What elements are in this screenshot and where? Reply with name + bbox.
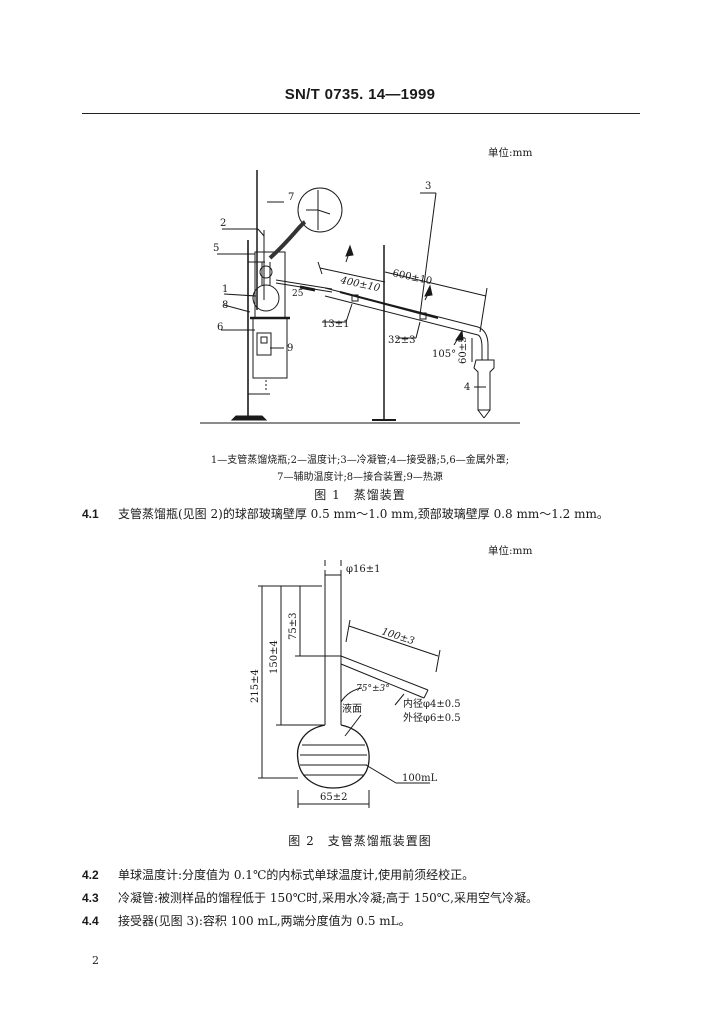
dim-215: 215±4: [250, 669, 261, 703]
clause-4-1-number: 4.1: [82, 507, 99, 521]
inner-diameter: 内径φ4±0.5: [403, 697, 461, 710]
clause-4-1-text: 支管蒸馏瓶(见图 2)的球部玻璃壁厚 0.5 mm～1.0 mm,颈部玻璃壁厚 …: [118, 507, 609, 521]
callout-6: 6: [217, 322, 223, 333]
dim-60: 60±5: [458, 337, 469, 364]
flask-bulb: [296, 724, 370, 789]
receiver-cylinder: [473, 359, 495, 411]
clause-4-4: 4.4 接受器(见图 3):容积 100 mL,两端分度值为 0.5 mL。: [82, 912, 682, 929]
dim-16: φ16±1: [346, 564, 380, 575]
liquid-surface-label: 液面: [342, 702, 362, 715]
callout-7: 7: [288, 192, 294, 203]
callout-1: 1: [222, 284, 228, 295]
angle-arc: [340, 687, 363, 703]
clause-4-1: 4.1 支管蒸馏瓶(见图 2)的球部玻璃壁厚 0.5 mm～1.0 mm,颈部玻璃…: [82, 505, 682, 522]
clause-4-2-text: 单球温度计:分度值为 0.1℃的内标式单球温度计,使用前须经校正。: [118, 868, 475, 882]
figure1-legend-line1: 1—支管蒸馏烧瓶;2—温度计;3—冷凝管;4—接受器;5,6—金属外罩;: [210, 455, 510, 466]
figure1-caption: 图 1 蒸馏装置: [314, 488, 406, 502]
document-header: SN/T 0735. 14—1999: [284, 86, 436, 103]
callout-3: 3: [425, 181, 431, 192]
clause-4-3: 4.3 冷凝管:被测样品的馏程低于 150℃时,采用水冷凝;高于 150℃,采用空…: [82, 889, 682, 906]
callout-8: 8: [222, 300, 228, 311]
clause-4-3-text: 冷凝管:被测样品的馏程低于 150℃时,采用水冷凝;高于 150℃,采用空气冷凝…: [118, 891, 539, 905]
clause-4-4-text: 接受器(见图 3):容积 100 mL,两端分度值为 0.5 mL。: [118, 914, 411, 928]
detail-circle: [297, 187, 343, 233]
figure1-legend-line2: 7—辅助温度计;8—接合装置;9—热源: [277, 472, 443, 483]
dim-32: 32±3: [388, 335, 415, 346]
figure1-distillation-apparatus: 7 3 2 5 1 8 6 9 4 400±10 600±10 25 13±1 …: [200, 170, 520, 424]
clause-4-2-number: 4.2: [82, 868, 99, 882]
side-arm-top: [340, 655, 429, 691]
dim-100: 100±3: [380, 626, 416, 647]
figure1-unit: 单位:mm: [488, 147, 533, 159]
stand-base-left: [230, 415, 268, 421]
dim-75: 75±3: [288, 613, 299, 640]
distillation-flask-bulb: [252, 284, 280, 312]
dim-150: 150±4: [269, 640, 280, 674]
dim-65: 65±2: [320, 792, 347, 803]
side-arm-bottom: [340, 663, 425, 699]
header-rule: [82, 113, 640, 114]
dim-13: 13±1: [322, 319, 349, 330]
detail-connector: [268, 220, 307, 260]
callout-9: 9: [287, 343, 293, 354]
clause-4-4-number: 4.4: [82, 914, 99, 928]
dim-25: 25: [292, 289, 304, 299]
dim-100-line: [348, 625, 439, 657]
dim-600-line: [384, 271, 487, 297]
callout-4: 4: [464, 382, 470, 393]
dim-400: 400±10: [338, 275, 381, 294]
callout-2: 2: [220, 218, 226, 229]
angle-label: 75°±3°: [356, 684, 390, 694]
outer-diameter: 外径φ6±0.5: [403, 711, 461, 724]
dim-600: 600±10: [391, 268, 433, 287]
condenser-tube-bottom: [324, 295, 479, 336]
figure2-caption: 图 2 支管蒸馏瓶装置图: [288, 834, 432, 848]
heat-source: [256, 332, 272, 356]
volume-label: 100mL: [402, 773, 438, 784]
clause-4-3-number: 4.3: [82, 891, 99, 905]
dim-105: 105°: [432, 349, 456, 360]
flask-neck-bulb: [259, 265, 273, 279]
clause-4-2: 4.2 单球温度计:分度值为 0.1℃的内标式单球温度计,使用前须经校正。: [82, 866, 682, 883]
page-number: 2: [92, 954, 99, 967]
figure2-unit: 单位:mm: [488, 545, 533, 557]
callout-5: 5: [213, 243, 219, 254]
figure2-distillation-flask: φ16±1 100±3 75±3 150±4 215±4 75°±3° 内径φ4…: [250, 560, 461, 808]
dim-400-line: [319, 267, 386, 283]
